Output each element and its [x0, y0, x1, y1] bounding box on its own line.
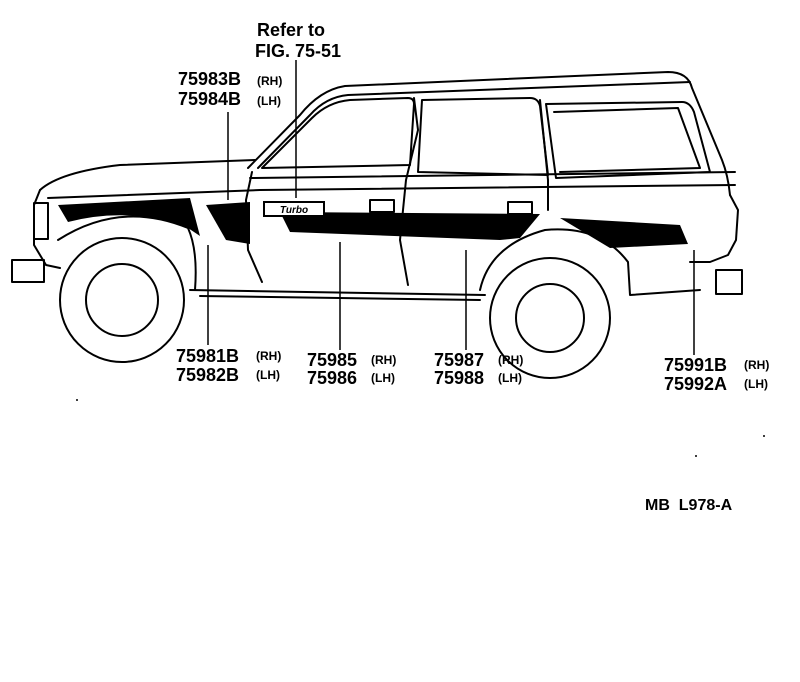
rocker-line — [189, 289, 486, 296]
rear-wheel-arch — [479, 228, 701, 296]
side-tag-rh: (RH) — [498, 353, 523, 367]
vehicle-illustration: Turbo — [11, 71, 743, 379]
door-stripe — [280, 212, 540, 240]
reference-label: Refer to FIG. 75-51 — [255, 20, 341, 61]
rear-door-window — [417, 97, 549, 176]
side-tag-rh: (RH) — [256, 349, 281, 363]
callout-rear-door: 75987 (RH) 75988 (LH) — [434, 350, 523, 388]
part-number-rh: 75981B — [176, 346, 239, 366]
part-number-lh: 75984B — [178, 89, 241, 109]
hood-line — [39, 159, 256, 191]
front-fascia — [33, 189, 61, 269]
callout-front-fender: 75981B (RH) 75982B (LH) — [176, 346, 281, 385]
side-tag-lh: (LH) — [498, 371, 522, 385]
rear-door-handle — [507, 201, 533, 215]
side-tag-rh: (RH) — [744, 358, 769, 372]
part-number-lh: 75982B — [176, 365, 239, 385]
front-door-handle — [369, 199, 395, 213]
figure-code: MB L978-A — [645, 497, 733, 514]
side-tag-lh: (LH) — [371, 371, 395, 385]
rear-rim — [515, 283, 585, 353]
badge-text: Turbo — [280, 205, 308, 216]
side-tag-lh: (LH) — [744, 377, 768, 391]
callout-quarter: 75991B (RH) 75992A (LH) — [664, 355, 769, 394]
front-wheel-arch — [57, 215, 197, 291]
part-number-lh: 75992A — [664, 374, 727, 394]
front-tire — [59, 237, 185, 363]
side-tag-rh: (RH) — [257, 74, 282, 88]
callout-front-door: 75985 (RH) 75986 (LH) — [307, 350, 396, 388]
rear-bumper — [715, 269, 743, 295]
scan-dot — [76, 399, 78, 401]
reference-line1: Refer to — [257, 20, 325, 40]
turbo-badge — [263, 201, 325, 217]
side-tag-lh: (LH) — [257, 94, 281, 108]
part-number-rh: 75983B — [178, 69, 241, 89]
headlamp — [33, 202, 49, 240]
roof-inner — [257, 81, 691, 169]
leader-lines — [207, 60, 695, 355]
part-number-rh: 75991B — [664, 355, 727, 375]
front-rim — [85, 263, 159, 337]
roof-outline — [247, 71, 731, 196]
scan-dot — [763, 435, 765, 437]
front-stripe-panel — [206, 202, 250, 244]
center-pillar-seam — [399, 97, 419, 286]
quarter-window — [545, 101, 711, 179]
rear-tire — [489, 257, 611, 379]
rear-stripe — [560, 218, 688, 248]
body-side-upper — [249, 171, 736, 179]
part-number-rh: 75985 — [307, 350, 357, 370]
rear-panel — [689, 194, 739, 263]
part-number-lh: 75986 — [307, 368, 357, 388]
side-tag-rh: (RH) — [371, 353, 396, 367]
front-bumper — [11, 259, 45, 283]
part-number-lh: 75988 — [434, 368, 484, 388]
fender-stripe — [58, 198, 200, 236]
quarter-window-inner — [553, 107, 701, 173]
scan-dot — [695, 455, 697, 457]
callout-front-upper: 75983B (RH) 75984B (LH) — [178, 69, 282, 109]
part-number-rh: 75987 — [434, 350, 484, 370]
front-door-window — [261, 97, 415, 169]
reference-line2: FIG. 75-51 — [255, 41, 341, 61]
rear-door-seam — [539, 99, 549, 211]
side-tag-lh: (LH) — [256, 368, 280, 382]
belt-line — [47, 184, 736, 199]
